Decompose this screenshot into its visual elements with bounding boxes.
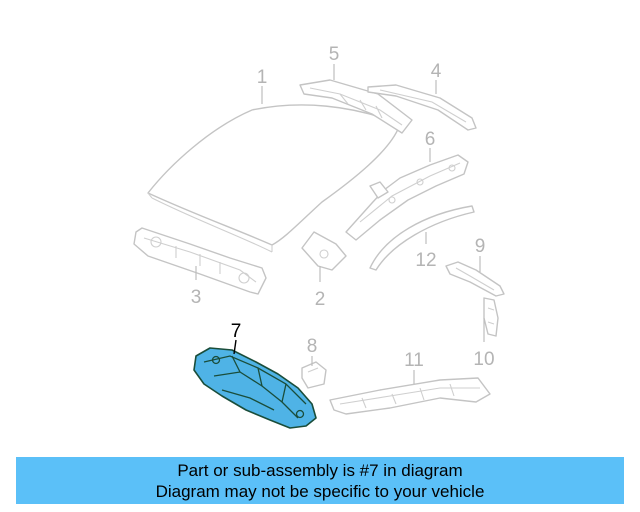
small-bracket [445,261,505,297]
banner-line-1: Part or sub-assembly is #7 in diagram [177,460,463,480]
parts-diagram: 1 2 3 4 5 6 7 8 9 10 11 12 [133,44,505,429]
roof-panel [147,104,401,253]
bracket [301,231,347,271]
callout-10: 10 [473,349,494,370]
callout-9: 9 [475,236,486,257]
callout-4: 4 [431,61,442,82]
callout-8: 8 [307,336,318,357]
rear-reinforcement-bar [329,377,491,415]
roof-reinforcement [299,79,413,134]
banner-line-2: Diagram may not be specific to your vehi… [155,481,485,501]
pillar-reinforcement [345,154,469,241]
vertical-bracket [483,297,499,337]
callout-7-leader [233,339,237,355]
callout-5: 5 [329,44,340,65]
mounting-clip [301,361,327,389]
arched-side-rail [369,205,475,271]
roof-rail [367,84,477,131]
callout-6: 6 [425,129,436,150]
highlighted-part-7[interactable] [193,347,317,429]
callout-11: 11 [404,350,424,371]
callout-2: 2 [315,289,326,310]
callout-12: 12 [415,250,436,271]
info-banner: Part or sub-assembly is #7 in diagram Di… [16,457,624,504]
callout-1: 1 [257,67,268,88]
callout-7[interactable]: 7 [231,321,242,342]
callout-3: 3 [191,287,202,308]
windshield-header [133,227,267,295]
